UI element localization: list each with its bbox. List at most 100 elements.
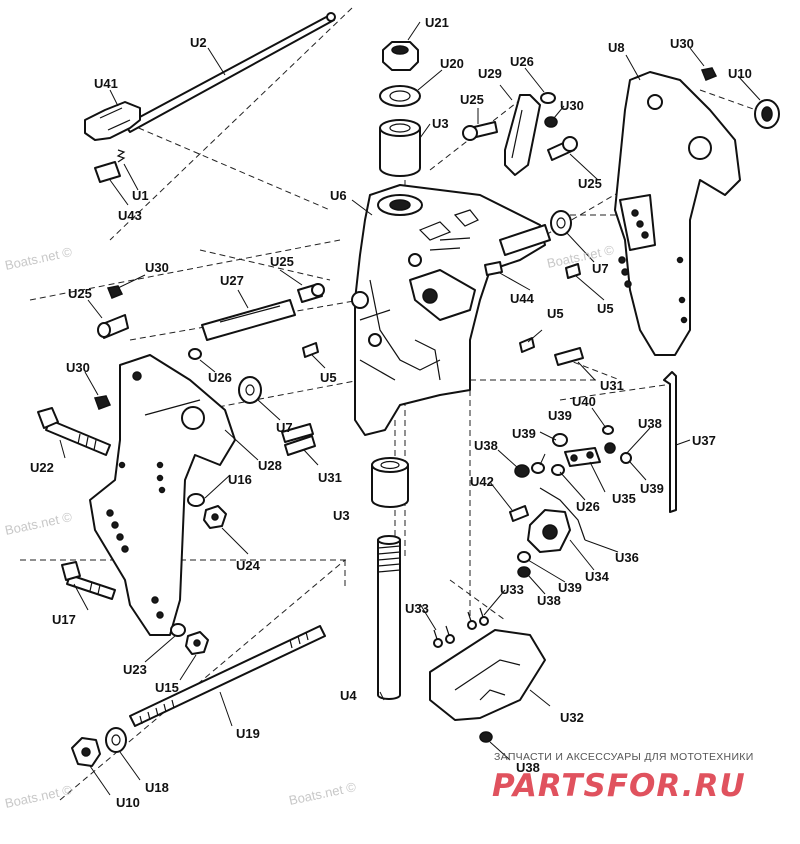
label-u31-a: U31 <box>600 378 624 393</box>
label-u5-c: U5 <box>547 306 564 321</box>
label-u41: U41 <box>94 76 118 91</box>
part-u18-washer[interactable] <box>105 727 127 753</box>
label-u5-a: U5 <box>597 301 614 316</box>
label-u40: U40 <box>572 394 596 409</box>
part-u27-link[interactable] <box>201 299 296 341</box>
label-u30-d: U30 <box>66 360 90 375</box>
part-u5-fitting-b[interactable] <box>302 342 319 358</box>
watermark-text: Boats.net © <box>4 244 74 273</box>
part-u5-fitting-a[interactable] <box>565 263 581 279</box>
part-u16-washer[interactable] <box>187 493 205 507</box>
part-u28-bushing[interactable] <box>281 423 314 443</box>
part-u40-washer[interactable] <box>602 425 614 435</box>
part-u26-washer-a[interactable] <box>540 92 556 104</box>
part-u7-washer-b[interactable] <box>238 376 262 404</box>
label-u33-a: U33 <box>405 601 429 616</box>
part-u10-nut-b[interactable] <box>71 737 101 767</box>
part-u34-cam[interactable] <box>527 509 571 553</box>
label-u25-c: U25 <box>68 286 92 301</box>
part-u30-nut-b[interactable] <box>700 67 718 81</box>
label-u38-c: U38 <box>537 593 561 608</box>
label-u44: U44 <box>510 291 535 306</box>
part-u3-bushing-top[interactable] <box>379 119 421 177</box>
watermark-text: Boats.net © <box>4 509 74 538</box>
part-u39-washer-a[interactable] <box>552 433 568 447</box>
part-u25-bolt-c[interactable] <box>297 283 325 303</box>
label-u5-b: U5 <box>320 370 337 385</box>
label-u2: U2 <box>190 35 207 50</box>
part-u2-steering-rod[interactable] <box>84 12 336 141</box>
part-u44-plate[interactable] <box>484 261 503 276</box>
part-u21-nut[interactable] <box>382 41 419 71</box>
label-u30-c: U30 <box>145 260 169 275</box>
label-u4: U4 <box>340 688 357 703</box>
part-u7-washer-a[interactable] <box>550 210 572 236</box>
part-u30-nut-a[interactable] <box>544 116 558 128</box>
part-u22-bolt[interactable] <box>37 407 111 456</box>
part-u17-bolt[interactable] <box>61 561 116 600</box>
label-u10-a: U10 <box>728 66 752 81</box>
part-u6-swivel-bracket[interactable] <box>351 184 551 436</box>
part-u25-bolt-b[interactable] <box>547 136 578 161</box>
label-u18: U18 <box>145 780 169 795</box>
part-u4-steering-shaft[interactable] <box>377 535 401 700</box>
part-u39-washer-d[interactable] <box>517 551 531 563</box>
part-u10-nut-a[interactable] <box>754 99 780 129</box>
label-u34: U34 <box>585 569 610 584</box>
part-u35-link[interactable] <box>564 447 601 467</box>
label-u21: U21 <box>425 15 449 30</box>
watermark-text: Boats.net © <box>288 779 358 808</box>
part-u3-bushing-bottom[interactable] <box>371 457 409 508</box>
part-u31-pin-a[interactable] <box>554 347 584 366</box>
part-u29-link[interactable] <box>504 94 541 176</box>
part-u1-spring[interactable] <box>116 149 126 163</box>
brand-name: PARTSFOR.RU <box>492 768 746 804</box>
label-u25-b: U25 <box>578 176 602 191</box>
part-u30-nut-d[interactable] <box>93 395 112 410</box>
part-u25-bolt-d[interactable] <box>97 314 129 339</box>
label-u3-bottom: U3 <box>333 508 350 523</box>
part-u19-tilt-tube[interactable] <box>129 625 326 727</box>
label-u39-d: U39 <box>558 580 582 595</box>
part-u31-pin-b[interactable] <box>284 435 316 456</box>
brand-logo: ЗАПЧАСТИ И АКСЕССУАРЫ ДЛЯ МОТОТЕХНИКИ PA… <box>492 751 753 804</box>
part-u24-nut[interactable] <box>203 505 227 529</box>
part-u30-nut-c[interactable] <box>106 285 124 299</box>
part-u36-link-rod[interactable] <box>539 487 586 541</box>
part-u42-pin[interactable] <box>509 505 529 522</box>
label-u15: U15 <box>155 680 179 695</box>
label-u7-b: U7 <box>276 420 293 435</box>
label-u30-a: U30 <box>560 98 584 113</box>
part-u33-screws[interactable] <box>433 607 489 648</box>
part-u25-bolt-a[interactable] <box>462 121 498 141</box>
label-u28: U28 <box>258 458 282 473</box>
part-u38-nut-b[interactable] <box>604 442 616 454</box>
callout-labels: U2 U41 U1 U43 U21 U20 U3 U6 U29 U26 U25 … <box>30 15 752 810</box>
part-u38-nut-d[interactable] <box>479 731 493 743</box>
part-u32-cover[interactable] <box>429 629 546 721</box>
part-u26-washer-c[interactable] <box>551 464 565 476</box>
label-u38-b: U38 <box>474 438 498 453</box>
part-u38-nut-a[interactable] <box>514 464 530 478</box>
label-u22: U22 <box>30 460 54 475</box>
part-u38-nut-c[interactable] <box>517 566 531 578</box>
label-u39-c: U39 <box>640 481 664 496</box>
part-u26-washer-b[interactable] <box>188 348 202 360</box>
label-u26-c: U26 <box>576 499 600 514</box>
part-u5-fitting-c[interactable] <box>519 337 535 353</box>
part-u39-washer-b[interactable] <box>531 462 545 474</box>
label-u35: U35 <box>612 491 636 506</box>
part-u23-washer[interactable] <box>170 623 186 637</box>
part-u20-washer[interactable] <box>379 85 421 107</box>
part-u15-nut[interactable] <box>185 631 209 655</box>
part-u8-clamp-bracket-right[interactable] <box>614 71 741 356</box>
leader-lines <box>59 21 761 796</box>
part-u37-rod[interactable] <box>663 371 677 513</box>
part-u43-clip[interactable] <box>94 161 121 183</box>
part-u39-washer-c[interactable] <box>620 452 632 464</box>
part-clamp-bracket-left[interactable] <box>89 354 236 636</box>
label-u6: U6 <box>330 188 347 203</box>
label-u19: U19 <box>236 726 260 741</box>
label-u33-b: U33 <box>500 582 524 597</box>
label-u30-b: U30 <box>670 36 694 51</box>
